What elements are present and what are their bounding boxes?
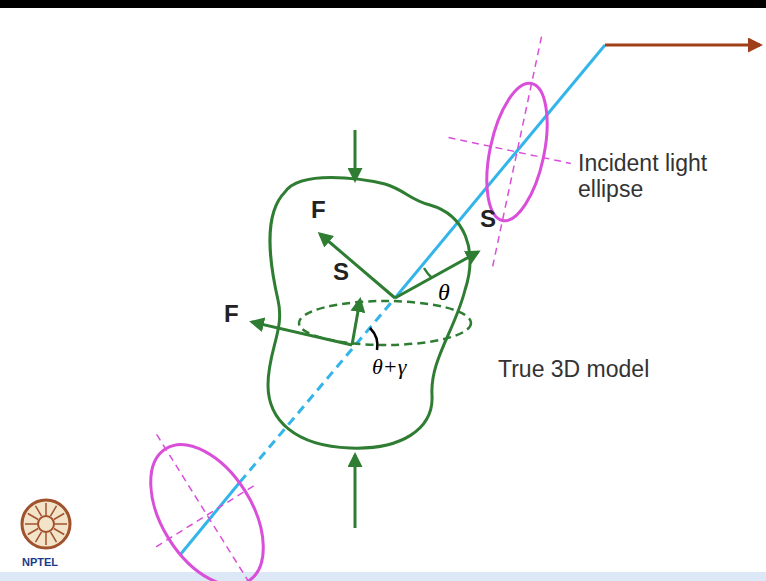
- angle-label: θ+γ: [372, 354, 406, 379]
- angle-label: θ: [438, 279, 450, 307]
- angle-arc: [424, 268, 432, 278]
- stress-direction: [252, 322, 352, 345]
- light-ray-hidden: [240, 298, 395, 482]
- top-bar: [0, 0, 766, 8]
- load-arrow: [354, 455, 357, 528]
- stress-label: S: [333, 258, 349, 286]
- emergent-ellipse: [106, 403, 308, 581]
- light-ray: [395, 45, 605, 298]
- stress-direction: [395, 252, 478, 298]
- force-label: F: [311, 196, 326, 224]
- stress-direction: [320, 234, 395, 298]
- stress-label: S: [480, 205, 496, 233]
- output-arrow: [605, 44, 760, 47]
- load-arrow: [354, 130, 357, 180]
- ellipse-caption: Incident light ellipse: [578, 150, 753, 203]
- force-label: F: [224, 300, 239, 328]
- incident-ellipse: [424, 22, 595, 279]
- nptel-logo: [22, 500, 70, 548]
- model-outline: [268, 178, 470, 449]
- logo-text: NPTEL: [22, 556, 58, 569]
- model-caption: True 3D model: [498, 356, 649, 382]
- bottom-bar: [0, 572, 766, 581]
- stress-direction: [352, 300, 360, 345]
- angle-arc: [370, 328, 377, 350]
